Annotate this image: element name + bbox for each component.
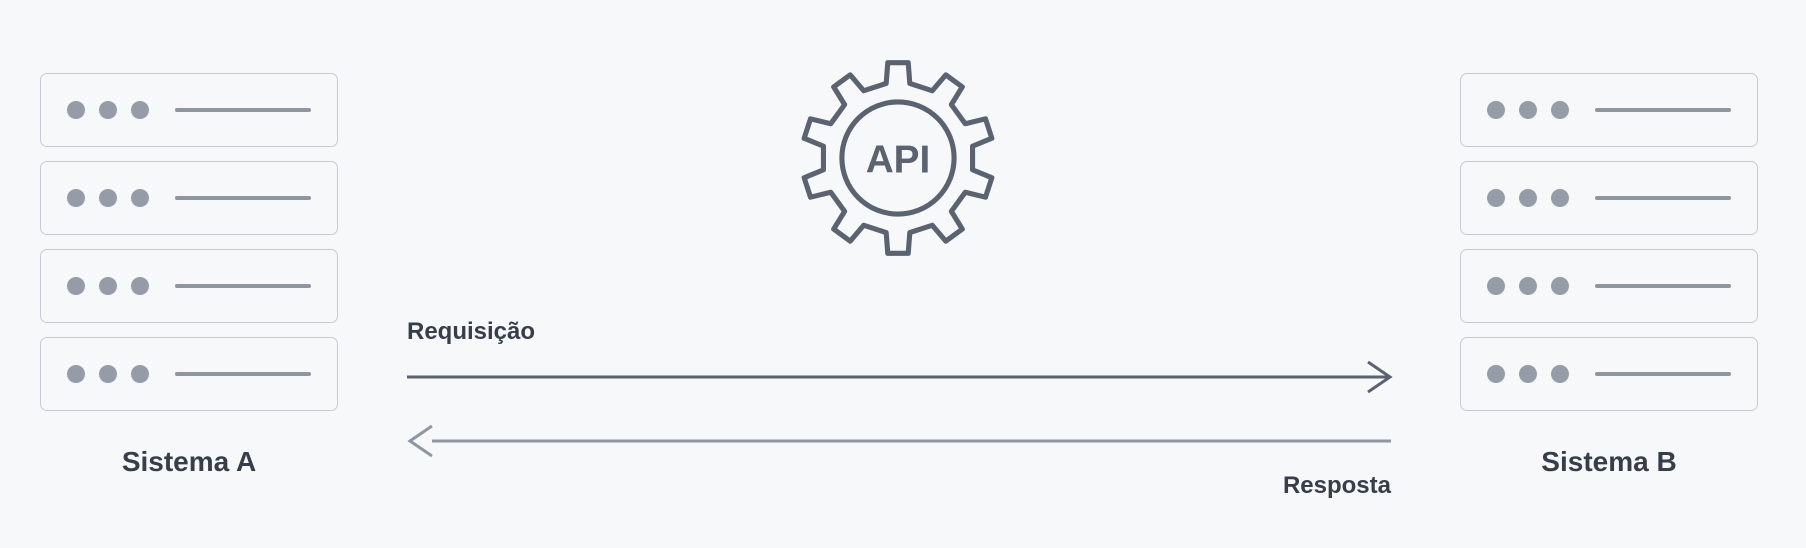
server-unit — [40, 337, 338, 411]
status-dot — [67, 277, 85, 295]
status-dot — [99, 189, 117, 207]
gear-inner-circle — [839, 99, 957, 217]
server-unit — [1460, 337, 1758, 411]
status-dot — [131, 365, 149, 383]
server-bar — [175, 284, 311, 288]
status-dot — [1487, 365, 1505, 383]
system-b-server-stack — [1460, 73, 1758, 425]
status-dot — [67, 365, 85, 383]
response-arrow — [407, 424, 1391, 458]
status-dot — [131, 189, 149, 207]
system-a-server-stack — [40, 73, 338, 425]
request-label: Requisição — [407, 318, 536, 345]
server-unit — [1460, 161, 1758, 235]
system-a-label: Sistema A — [121, 446, 257, 477]
status-dot — [1551, 365, 1569, 383]
server-bar — [1595, 108, 1731, 112]
gear-icon: API — [801, 60, 995, 256]
gear-outline — [801, 60, 995, 256]
server-bar — [175, 196, 311, 200]
status-dot — [1519, 277, 1537, 295]
server-bar — [1595, 372, 1731, 376]
server-bar — [1595, 196, 1731, 200]
server-bar — [1595, 284, 1731, 288]
server-bar — [175, 372, 311, 376]
server-unit — [1460, 249, 1758, 323]
system-b-label: Sistema B — [1541, 446, 1677, 477]
flow-arrows — [407, 360, 1393, 458]
server-bar — [175, 108, 311, 112]
server-unit — [40, 73, 338, 147]
response-label: Resposta — [1282, 472, 1391, 499]
status-dot — [1487, 189, 1505, 207]
server-unit — [40, 249, 338, 323]
status-dot — [99, 101, 117, 119]
status-dot — [131, 277, 149, 295]
status-dot — [67, 101, 85, 119]
status-dot — [1519, 101, 1537, 119]
status-dot — [99, 365, 117, 383]
server-unit — [1460, 73, 1758, 147]
status-dot — [1551, 277, 1569, 295]
status-dot — [1519, 189, 1537, 207]
status-dot — [1487, 277, 1505, 295]
status-dot — [1519, 365, 1537, 383]
status-dot — [1487, 101, 1505, 119]
status-dot — [67, 189, 85, 207]
status-dot — [99, 277, 117, 295]
status-dot — [131, 101, 149, 119]
status-dot — [1551, 101, 1569, 119]
server-unit — [40, 161, 338, 235]
status-dot — [1551, 189, 1569, 207]
request-arrow — [407, 360, 1393, 394]
api-label: API — [866, 138, 931, 181]
